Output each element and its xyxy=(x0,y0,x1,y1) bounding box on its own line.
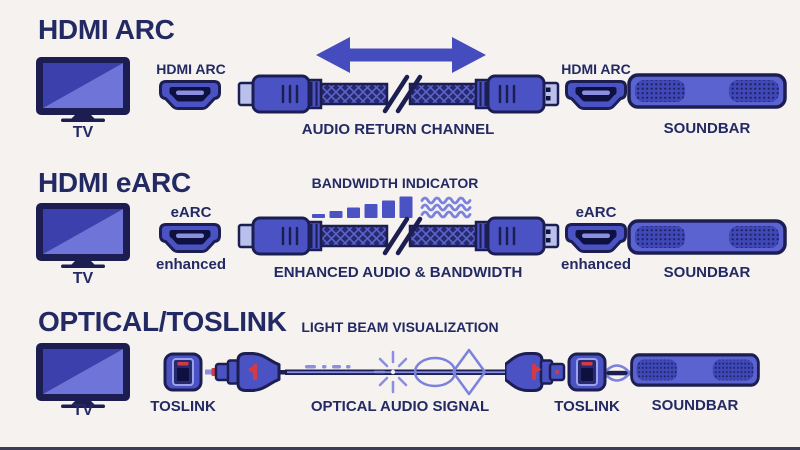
section-title: HDMI eARC xyxy=(38,167,191,198)
soundbar-label: SOUNDBAR xyxy=(663,264,751,281)
soundbar-icon xyxy=(627,219,787,255)
dest-port-sublabel: enhanced xyxy=(560,256,632,273)
cable-caption: OPTICAL AUDIO SIGNAL xyxy=(310,398,490,415)
hdmi-port-icon xyxy=(565,80,627,110)
tv-icon xyxy=(35,342,131,408)
hdmi-port-icon xyxy=(565,223,627,253)
indicator-label: BANDWIDTH INDICATOR xyxy=(311,175,479,191)
soundbar-icon xyxy=(627,73,787,109)
hdmi-port-icon xyxy=(159,80,221,110)
indicator-label: LIGHT BEAM VISUALIZATION xyxy=(301,319,499,335)
double-arrow-icon xyxy=(315,36,487,74)
hdmi-port-icon xyxy=(159,223,221,253)
light-beam-icon xyxy=(285,340,507,404)
source-port-label: TOSLINK xyxy=(150,398,216,415)
hdmi-cable-icon xyxy=(237,216,560,256)
section-title: OPTICAL/TOSLINK xyxy=(38,306,287,337)
optical-plug-icon xyxy=(205,351,287,393)
soundbar-label: SOUNDBAR xyxy=(651,397,739,414)
tv-label: TV xyxy=(72,124,94,141)
dest-port-label: HDMI ARC xyxy=(561,61,631,77)
tv-icon xyxy=(35,56,131,122)
toslink-port-icon xyxy=(567,352,607,392)
soundbar-label: SOUNDBAR xyxy=(663,120,751,137)
source-port-sublabel: enhanced xyxy=(155,256,227,273)
soundbar-icon xyxy=(630,353,760,387)
dest-port-label: eARC xyxy=(575,204,617,221)
source-port-label: eARC xyxy=(170,204,212,221)
hdmi-cable-icon xyxy=(237,74,560,114)
cable-caption: AUDIO RETURN CHANNEL xyxy=(301,121,495,138)
tv-icon xyxy=(35,202,131,268)
toslink-port-icon xyxy=(163,352,203,392)
dest-port-label: TOSLINK xyxy=(554,398,620,415)
section-title: HDMI ARC xyxy=(38,14,175,45)
source-port-label: HDMI ARC xyxy=(156,61,226,77)
tv-label: TV xyxy=(72,402,94,419)
optical-plug-icon xyxy=(505,351,569,393)
tv-label: TV xyxy=(72,270,94,287)
cable-caption: ENHANCED AUDIO & BANDWIDTH xyxy=(273,264,523,281)
bottom-edge-line xyxy=(0,447,800,450)
